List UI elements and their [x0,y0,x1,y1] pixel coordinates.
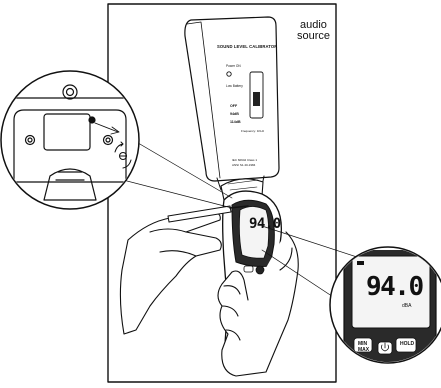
meter-power-button [256,266,264,274]
calibrator-title: SOUND LEVEL CALIBRATOR [217,44,277,49]
calibrator-power-label: Power ON [226,64,241,68]
adjustment-screw-icon [89,117,95,123]
calibrator-range-off: OFF [230,104,237,108]
calibrator-range-94: 94dB [230,112,239,116]
meter-reading: 94.0 [249,216,281,232]
calibrator-low-battery-label: Low Battery [226,84,243,88]
meter-button-left [244,266,253,272]
battery-icon [357,261,364,265]
audio-source-label-line2: source [297,31,330,42]
calibrator-standard-2: ANSI S1.40-1984 [232,163,255,167]
zoom-unit: dBA [402,303,411,309]
meter-lcd [239,207,268,259]
calibrator-range-114: 114dB [230,120,241,124]
zoom-reading: 94.0 [366,272,423,302]
zoom-hold-label: HOLD [400,341,414,347]
calibrator-standard-1: IEC 60942 Class 1 [232,158,257,162]
zoom-max-label: MAX [358,347,369,353]
calibrator-frequency: Frequency: 1KHz [241,129,264,133]
